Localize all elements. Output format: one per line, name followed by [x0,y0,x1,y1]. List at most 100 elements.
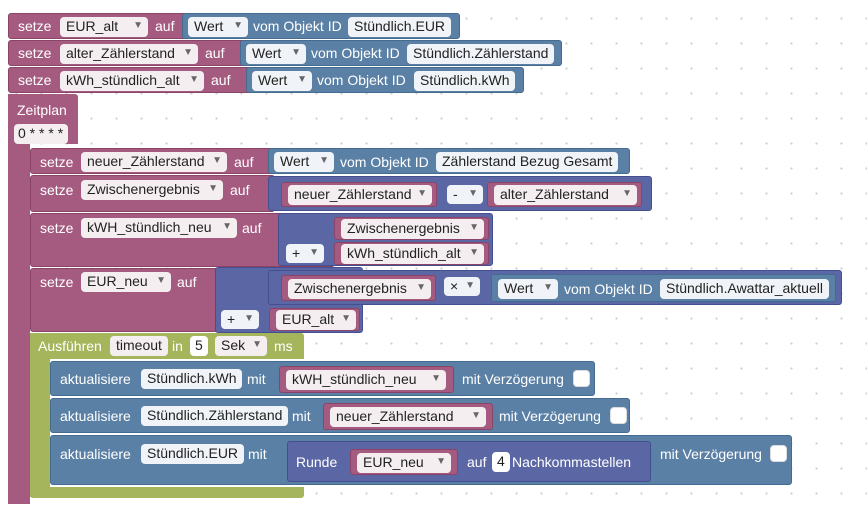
set-alter-zaehlerstand-block[interactable]: setze alter_Zählerstand▼ auf [8,40,248,66]
round-block[interactable]: Runde EUR_neu▼ auf 4 Nachkommastellen [287,441,651,482]
wert-text: Wert [504,280,534,296]
setze-label: setze [40,274,74,290]
variable-name: EUR_alt [66,18,119,34]
variable-dropdown[interactable]: neuer_Zählerstand▼ [330,407,486,427]
variable-dropdown[interactable]: EUR_neu▼ [357,453,451,473]
variable-dropdown-kwh-stuendlich-alt[interactable]: kWh_stündlich_alt▼ [60,71,204,91]
object-id-field[interactable]: Stündlich.EUR [141,444,245,464]
chevron-down-icon: ▼ [309,247,319,258]
get-object-zaehlerstand-bezug[interactable]: Wert▼ vom Objekt ID Zählerstand Bezug Ge… [268,148,630,174]
variable-dropdown[interactable]: neuer_Zählerstand▼ [288,185,432,205]
object-id-field[interactable]: Stündlich.EUR [348,17,452,37]
setze-label: setze [18,72,52,88]
arithmetic-times-block[interactable]: Zwischenergebnis▼ ×▼ Wert▼ vom Objekt ID… [268,270,842,305]
variable-name: Zwischenergebnis [294,280,407,296]
update-stuendlich-zaehlerstand-block[interactable]: aktualisiere Stündlich.Zählerstand mit n… [50,398,630,433]
delay-checkbox[interactable] [610,407,627,424]
variable-dropdown-kwh-stuendlich-neu[interactable]: kWH_stündlich_neu▼ [81,218,237,238]
variable-dropdown[interactable]: Zwischenergebnis▼ [341,219,484,239]
variable-name: EUR_alt [282,311,335,327]
variable-name: neuer_Zählerstand [336,408,454,424]
chevron-down-icon: ▼ [233,20,243,31]
operator-dropdown-plus[interactable]: +▼ [221,310,259,329]
chevron-down-icon: ▼ [244,313,254,324]
variable-getter-neuer-zaehlerstand[interactable]: neuer_Zählerstand▼ [281,182,437,207]
variable-getter-zwischenergebnis[interactable]: Zwischenergebnis▼ [281,275,436,301]
wert-text: Wert [258,72,288,88]
variable-getter-neuer-zaehlerstand[interactable]: neuer_Zählerstand▼ [323,403,493,430]
timeout-name-field[interactable]: timeout [110,336,168,356]
timeout-unit-dropdown[interactable]: Sek▼ [215,336,267,356]
variable-name: alter_Zählerstand [66,45,175,61]
operator-dropdown-minus[interactable]: -▼ [447,185,483,204]
arithmetic-plus-block[interactable]: Zwischenergebnis▼ +▼ kWh_stündlich_alt▼ [278,213,493,266]
wert-dropdown[interactable]: Wert▼ [274,152,334,172]
variable-dropdown-eur-alt[interactable]: EUR_alt ▼ [60,17,148,37]
chevron-down-icon: ▼ [133,20,143,31]
schedule-title: Zeitplan [17,102,67,118]
variable-name: Zwischenergebnis [347,220,460,236]
variable-dropdown-zwischenergebnis[interactable]: Zwischenergebnis▼ [81,180,223,200]
variable-name: Zwischenergebnis [87,181,200,197]
variable-dropdown[interactable]: kWH_stündlich_neu▼ [286,370,446,390]
chevron-down-icon: ▼ [319,155,329,166]
wert-text: Wert [252,45,282,61]
variable-getter-alter-zaehlerstand[interactable]: alter_Zählerstand▼ [487,182,642,207]
variable-dropdown-alter-zaehlerstand[interactable]: alter_Zählerstand▼ [60,44,198,64]
variable-getter-eur-neu[interactable]: EUR_neu▼ [350,449,458,475]
get-object-stuendlich-zaehlerstand[interactable]: Wert▼ vom Objekt ID Stündlich.Zählerstan… [240,40,562,66]
cron-expression-field[interactable]: 0 * * * * [14,124,68,144]
object-id-field[interactable]: Stündlich.kWh [414,71,516,91]
object-id-field[interactable]: Stündlich.Zählerstand [407,44,555,64]
object-id-field[interactable]: Zählerstand Bezug Gesamt [436,152,619,172]
chevron-down-icon: ▼ [252,339,262,350]
auf-label: auf [230,182,250,198]
chevron-down-icon: ▼ [189,74,199,85]
get-object-stuendlich-awattar[interactable]: Wert▼ vom Objekt ID Stündlich.Awattar_ak… [491,274,836,302]
set-neuer-zaehlerstand-block[interactable]: setze neuer_Zählerstand▼ auf [30,148,275,174]
timeout-value-field[interactable]: 5 [190,336,208,356]
chevron-down-icon: ▼ [341,313,351,324]
vom-objekt-id-label: vom Objekt ID [253,18,342,34]
variable-getter-eur-alt[interactable]: EUR_alt ▼ [269,308,360,331]
ausfuehren-label: Ausführen [38,338,102,354]
wert-text: Wert [194,18,224,34]
mit-verzoegerung-label: mit Verzögerung [462,371,564,387]
operator-dropdown-times[interactable]: ×▼ [444,277,480,296]
operator-dropdown-plus[interactable]: +▼ [286,244,324,263]
variable-dropdown[interactable]: alter_Zählerstand▼ [494,185,637,205]
variable-getter-zwischenergebnis[interactable]: Zwischenergebnis▼ [334,217,489,240]
update-stuendlich-kwh-block[interactable]: aktualisiere Stündlich.kWh mit kWH_stünd… [50,361,595,396]
variable-dropdown[interactable]: Zwischenergebnis▼ [288,279,431,299]
object-id-field[interactable]: Stündlich.Awattar_aktuell [660,279,829,299]
variable-dropdown-eur-neu[interactable]: EUR_neu▼ [81,272,171,292]
get-object-stuendlich-kwh[interactable]: Wert▼ vom Objekt ID Stündlich.kWh [246,67,524,93]
variable-dropdown[interactable]: kWh_stündlich_alt▼ [341,244,484,264]
auf-label: auf [234,154,254,170]
object-id-field[interactable]: Stündlich.Zählerstand [141,406,289,426]
delay-checkbox[interactable] [573,370,590,387]
round-digits-field[interactable]: 4 [492,452,510,472]
variable-dropdown[interactable]: EUR_alt ▼ [276,310,356,330]
wert-dropdown[interactable]: Wert▼ [246,44,306,64]
wert-dropdown[interactable]: Wert ▼ [188,17,248,37]
variable-getter-kwh-stuendlich-alt[interactable]: kWh_stündlich_alt▼ [334,242,489,265]
variable-name: EUR_neu [87,273,148,289]
runde-label: Runde [296,454,338,470]
wert-dropdown[interactable]: Wert▼ [252,71,312,91]
delay-checkbox[interactable] [770,445,787,462]
update-stuendlich-eur-block[interactable]: aktualisiere Stündlich.EUR mit Runde EUR… [50,435,792,485]
chevron-down-icon: ▼ [469,247,479,258]
variable-name: neuer_Zählerstand [87,153,205,169]
in-label: in [172,338,183,354]
auf-label: auf [242,220,262,236]
get-object-stuendlich-eur[interactable]: Wert ▼ vom Objekt ID Stündlich.EUR [182,13,460,39]
wert-dropdown[interactable]: Wert▼ [498,279,558,299]
arithmetic-minus-block[interactable]: neuer_Zählerstand▼ -▼ alter_Zählerstand▼ [268,176,652,211]
variable-getter-kwh-stuendlich-neu[interactable]: kWH_stündlich_neu▼ [279,366,454,393]
vom-objekt-id-label: vom Objekt ID [340,154,429,170]
set-kwh-stuendlich-alt-block[interactable]: setze kWh_stündlich_alt▼ auf [8,67,253,93]
object-id-field[interactable]: Stündlich.kWh [141,369,243,389]
set-zwischenergebnis-block[interactable]: setze Zwischenergebnis▼ auf [30,175,275,212]
variable-dropdown-neuer-zaehlerstand[interactable]: neuer_Zählerstand▼ [81,152,227,172]
